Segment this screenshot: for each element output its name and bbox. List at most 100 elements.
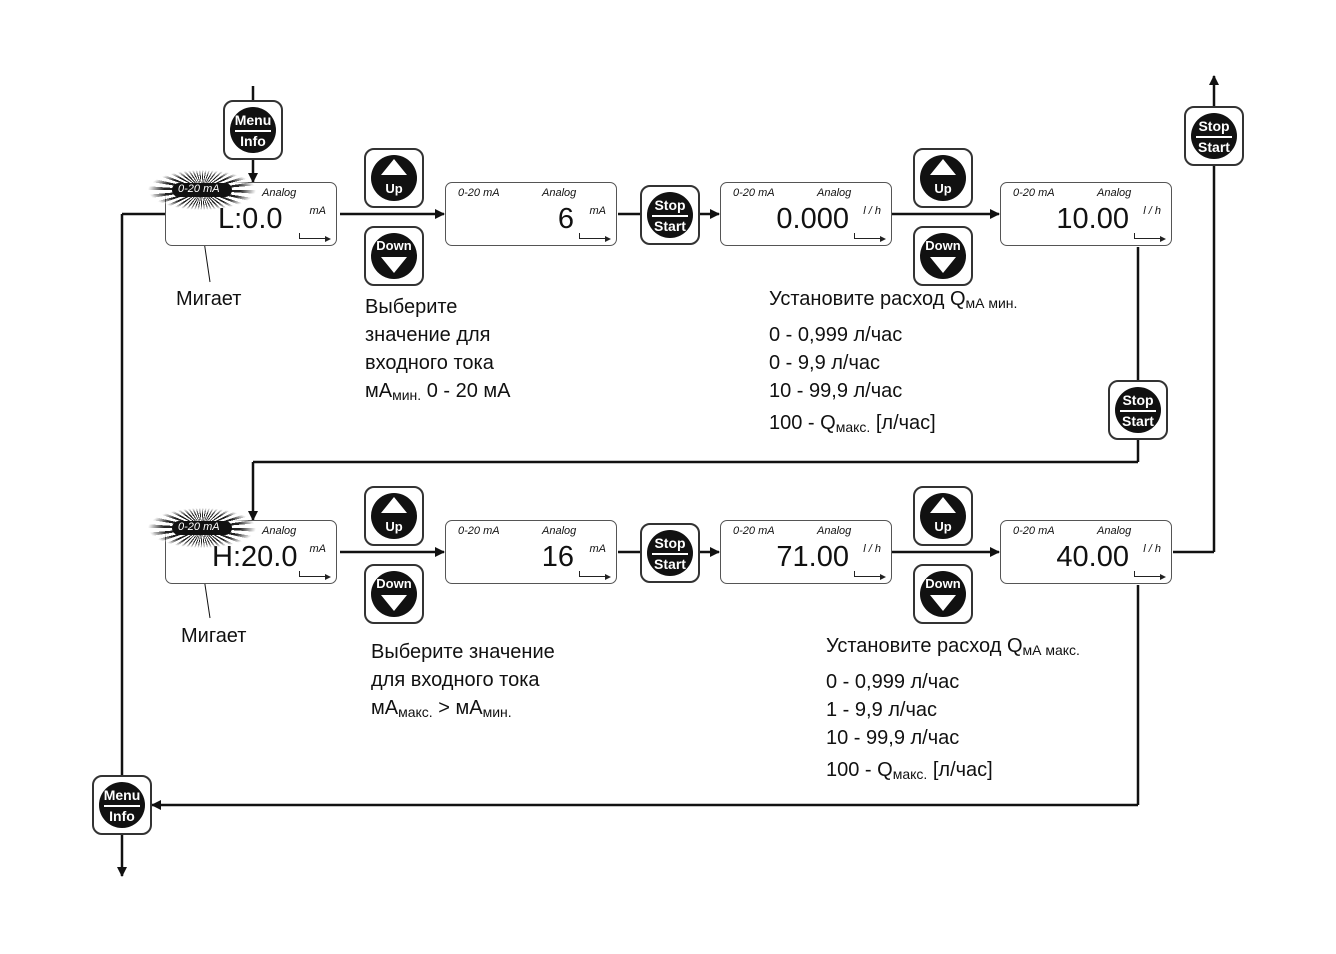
unit-label: l / h (863, 205, 881, 217)
range-label: 0-20 mA (1013, 187, 1055, 199)
button-label: Stop (1122, 392, 1154, 408)
button-label: Up (934, 181, 952, 196)
display-value: L:0.0 (218, 203, 283, 235)
range-label: 0-20 mA (733, 525, 775, 537)
down-button-3[interactable]: Down (364, 564, 424, 624)
button-label: Start (1198, 139, 1230, 155)
display-value: 10.00 (1056, 203, 1129, 235)
text-part: [л/час] (870, 412, 936, 434)
text-line: Установите расход QмА мин. (769, 285, 1017, 317)
down-arrow-icon (381, 595, 407, 611)
down-button-2[interactable]: Down (913, 226, 973, 286)
down-arrow-icon (381, 257, 407, 273)
down-button-1[interactable]: Down (364, 226, 424, 286)
unit-label: mA (589, 205, 607, 217)
display-value: 16 (541, 541, 574, 573)
up-button-3[interactable]: Up (364, 486, 424, 546)
up-arrow-icon (381, 159, 407, 175)
button-label: Start (654, 556, 686, 572)
text-part: 100 - Q (769, 412, 836, 434)
text-part: 100 - Q (826, 759, 893, 781)
up-arrow-icon (381, 497, 407, 513)
button-label: Down (925, 576, 961, 591)
button-label: Down (925, 238, 961, 253)
up-button-2[interactable]: Up (913, 148, 973, 208)
display-flow-max: 0-20 mA Analog 71.00 l / h (720, 520, 892, 584)
text-line: Установите расход QмА макс. (826, 632, 1080, 664)
unit-label: l / h (1143, 543, 1161, 555)
range-label: 0-20 mA (733, 187, 775, 199)
up-button-1[interactable]: Up (364, 148, 424, 208)
button-label: Menu (103, 787, 141, 803)
text-sub: макс. (398, 704, 433, 720)
text-line: Выберите значение (371, 641, 555, 663)
mode-label: Analog (542, 525, 577, 537)
enter-arrow-icon (299, 571, 331, 580)
button-label: Down (376, 576, 412, 591)
unit-label: l / h (1143, 205, 1161, 217)
text-line: Выберите (365, 296, 458, 318)
text-part: Установите расход Q (769, 288, 966, 310)
display-flow-max-set: 0-20 mA Analog 40.00 l / h (1000, 520, 1172, 584)
range-highlight (172, 183, 232, 197)
up-button-4[interactable]: Up (913, 486, 973, 546)
display-value: 0.000 (776, 203, 849, 235)
down-button-4[interactable]: Down (913, 564, 973, 624)
display-flow-min-set: 0-20 mA Analog 10.00 l / h (1000, 182, 1172, 246)
text-line: 10 - 99,9 л/час (769, 380, 903, 402)
button-label: Up (385, 181, 403, 196)
button-label: Up (385, 519, 403, 534)
text-part: > мА (432, 697, 483, 719)
button-label: Up (934, 519, 952, 534)
unit-label: mA (589, 543, 607, 555)
text-sub: макс. (892, 766, 928, 782)
text-part: мА (365, 380, 393, 402)
text-line: мАмакс. > мАмин. (371, 694, 555, 726)
enter-arrow-icon (299, 233, 331, 242)
button-label: Start (654, 218, 686, 234)
text-sub: мА мин. (965, 295, 1018, 311)
button-label: Start (1122, 413, 1154, 429)
unit-label: mA (309, 205, 327, 217)
flow-max-text: Установите расход QмА макс. 0 - 0,999 л/… (826, 632, 1080, 788)
display-ma-max: 0-20 mA Analog 16 mA (445, 520, 617, 584)
text-line: 0 - 0,999 л/час (769, 324, 903, 346)
mode-label: Analog (262, 525, 297, 537)
unit-label: l / h (863, 543, 881, 555)
button-label: Down (376, 238, 412, 253)
text-line: значение для (365, 324, 491, 346)
display-ma-min: 0-20 mA Analog 6 mA (445, 182, 617, 246)
text-part: [л/час] (927, 759, 993, 781)
flow-min-text: Установите расход QмА мин. 0 - 0,999 л/ч… (769, 285, 1017, 441)
mode-label: Analog (817, 525, 852, 537)
display-value: 40.00 (1056, 541, 1129, 573)
enter-arrow-icon (1134, 233, 1166, 242)
button-label: Stop (654, 197, 686, 213)
text-sub: мин. (482, 704, 512, 720)
text-sub: мА макс. (1022, 642, 1080, 658)
mode-label: Analog (817, 187, 852, 199)
display-value: 71.00 (776, 541, 849, 573)
button-label: Info (240, 133, 266, 149)
display-value: 6 (557, 203, 574, 235)
text-line: входного тока (365, 352, 494, 374)
range-highlight (172, 521, 232, 535)
button-label: Stop (1198, 118, 1230, 134)
up-arrow-icon (930, 159, 956, 175)
enter-arrow-icon (854, 233, 886, 242)
mode-label: Analog (1097, 187, 1132, 199)
select-ma-max-text: Выберите значение для входного тока мАма… (371, 638, 555, 726)
text-line: 0 - 0,999 л/час (826, 671, 960, 693)
text-part: мА (371, 697, 399, 719)
enter-arrow-icon (579, 571, 611, 580)
range-label: 0-20 mA (458, 187, 500, 199)
button-label: Info (109, 808, 135, 824)
text-part: 0 - 20 мА (421, 380, 511, 402)
